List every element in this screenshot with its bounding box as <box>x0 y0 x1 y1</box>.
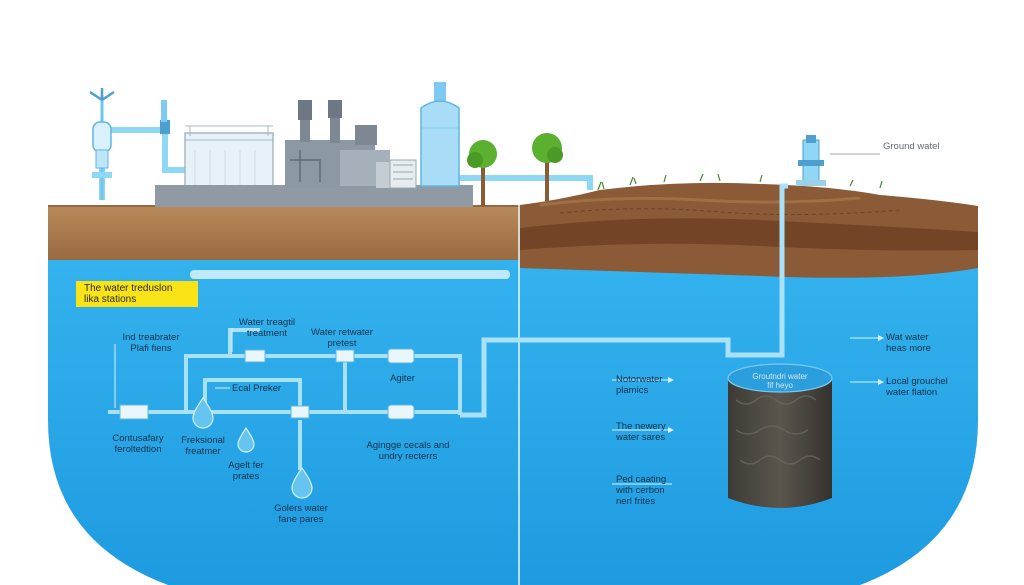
headline-banner: The water treduslon lika stations <box>76 281 198 307</box>
wind-turbine-icon <box>89 88 115 200</box>
valve-icon <box>160 100 170 134</box>
water-bottle-icon <box>420 82 460 187</box>
label-treatment: Water treagtil treatment <box>238 317 296 339</box>
leader-lines <box>114 328 878 485</box>
tree-icon <box>467 133 563 206</box>
soil-layer-left <box>48 205 520 260</box>
label-contusalary: Contusafary feroltedtion <box>112 433 164 455</box>
ground-water-label: Ground watel <box>883 141 940 152</box>
filtration-tank <box>727 363 833 508</box>
soil-strata <box>520 218 978 251</box>
label-tank-top: Groutndri water fif heyo <box>752 372 808 390</box>
label-wastewater: Water retwater pretest <box>311 327 373 349</box>
label-golers: Golers water fane pares <box>274 503 328 525</box>
surface-stream <box>190 270 510 279</box>
grass <box>597 173 883 191</box>
valve-icon <box>119 348 415 420</box>
factory-icon <box>155 100 473 207</box>
well-pipe <box>460 183 788 418</box>
label-agelt: Agelt fer prates <box>228 460 264 482</box>
water-tank-icon <box>184 125 274 194</box>
label-industrial: Ind treabrater Plafi fiens <box>122 332 180 354</box>
label-agingge: Agingge cecals and undry recterrs <box>366 440 450 462</box>
label-local-ground: Local grouchel water flation <box>886 376 948 398</box>
label-wat-water: Wat water heas more <box>886 332 931 354</box>
droplet-icon <box>192 396 313 499</box>
label-notorwater: Notorwater plamics <box>616 374 663 396</box>
label-agiter: Agiter <box>390 373 415 384</box>
label-freksional: Freksional freatmer <box>181 435 225 457</box>
label-ecal: Ecal Preker <box>232 383 282 394</box>
groundwater-body <box>48 258 978 585</box>
label-pedcasting: Ped caating with cerbon nerl frites <box>616 474 667 507</box>
label-network: The newery water sares <box>616 421 666 443</box>
wellhead-icon <box>796 135 826 186</box>
